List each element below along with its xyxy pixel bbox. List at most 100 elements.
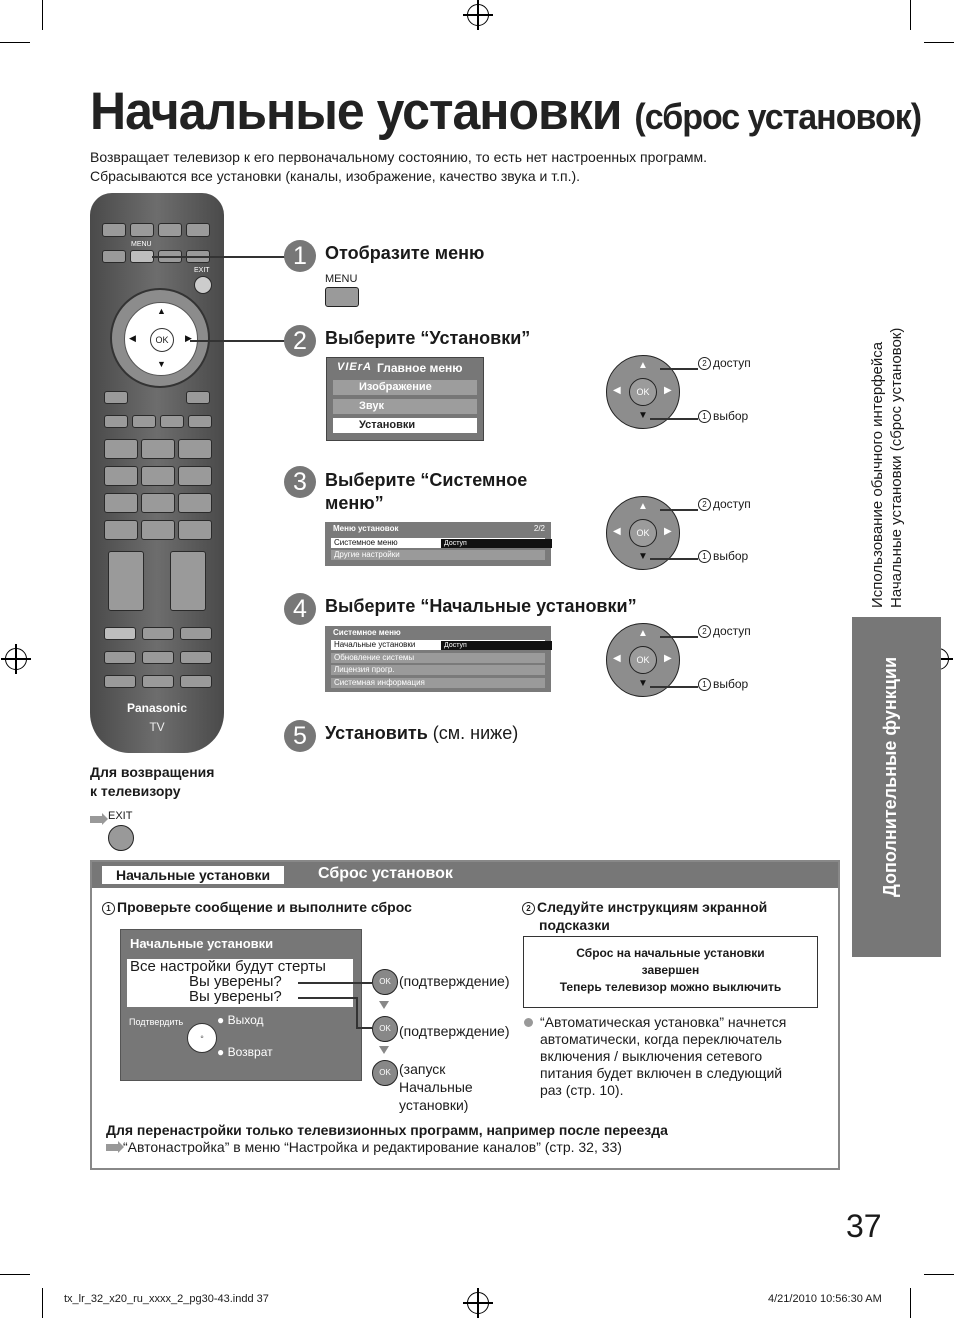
note-line: “Автоматическая установка” начнется — [540, 1014, 787, 1030]
remote-button[interactable] — [186, 391, 210, 404]
main-menu-osd: VIErA Главное меню Изображение Звук Уста… — [326, 357, 484, 441]
return-hint: ● Возврат — [217, 1045, 273, 1059]
dialog-line[interactable]: Вы уверены? — [189, 988, 282, 1005]
left-arrow-icon: ◀ — [613, 526, 621, 537]
step-title: Выберите “Начальные установки” — [325, 596, 637, 616]
step-circle-icon: 1 — [698, 410, 711, 423]
step-number: 2 — [284, 325, 316, 357]
osd-row-label: Другие настройки — [334, 550, 400, 559]
remote-control: MENU EXIT OK ▲ ▼ ◀ ▶ Panasonic TV — [90, 193, 224, 753]
step-number: 3 — [284, 466, 316, 498]
dialog-line[interactable]: Вы уверены? — [189, 973, 282, 990]
right-arrow-icon: ▶ — [664, 526, 672, 537]
remote-button[interactable] — [180, 627, 212, 640]
osd-row[interactable]: Системная информация — [331, 678, 545, 688]
exit-button[interactable] — [194, 276, 212, 294]
remote-button[interactable] — [104, 439, 138, 459]
step-number: 5 — [284, 720, 316, 752]
step-title: Выберите “Установки” — [325, 328, 531, 348]
crop-mark — [42, 1288, 43, 1318]
launch-label: (запуск Начальные установки) — [399, 1060, 473, 1114]
crop-mark — [42, 0, 43, 30]
remote-button[interactable] — [104, 391, 128, 404]
intro-text: Возвращает телевизор к его первоначально… — [90, 148, 810, 186]
confirm-hint: Подтвердить — [129, 1017, 184, 1027]
remote-button[interactable] — [142, 651, 174, 664]
volume-rocker[interactable] — [108, 551, 144, 611]
remote-button[interactable] — [102, 223, 126, 237]
ok-button[interactable]: OK — [150, 328, 174, 352]
menu-item-selected[interactable]: Установки — [333, 418, 477, 433]
ok-button[interactable]: OK — [372, 969, 398, 995]
osd-row[interactable]: Другие настройки — [331, 550, 545, 560]
remote-button[interactable] — [141, 466, 175, 486]
return-hint-text: Возврат — [227, 1045, 273, 1059]
menu-item[interactable]: Изображение — [333, 380, 477, 395]
remote-button[interactable] — [104, 520, 138, 540]
remote-button[interactable] — [130, 223, 154, 237]
remote-button[interactable] — [132, 415, 156, 428]
left-arrow-icon[interactable]: ◀ — [129, 333, 136, 343]
remote-button[interactable] — [180, 651, 212, 664]
remote-button[interactable] — [180, 675, 212, 688]
down-arrow-icon: ▼ — [638, 410, 648, 421]
connector-line — [660, 636, 698, 638]
remote-button[interactable] — [141, 439, 175, 459]
remote-button[interactable] — [102, 250, 126, 263]
navigation-dial: OK ▲ ▼ ◀ ▶ — [606, 623, 680, 697]
connector-line — [650, 418, 698, 420]
osd-header: Меню установок — [333, 524, 399, 533]
menu-item[interactable]: Звук — [333, 399, 477, 414]
navigation-inner: OK ▲ ▼ ◀ ▶ — [124, 302, 198, 376]
right-arrow-icon[interactable]: ▶ — [185, 333, 192, 343]
remote-button[interactable] — [104, 627, 136, 640]
connector-line — [298, 982, 372, 984]
reset-step1-text: Проверьте сообщение и выполните сброс — [117, 899, 412, 915]
ok-button[interactable]: OK — [372, 1016, 398, 1042]
remote-button[interactable] — [104, 415, 128, 428]
side-line: Использование обычного интерфейса — [869, 341, 886, 608]
menu-item-label: Звук — [359, 400, 385, 412]
remote-button[interactable] — [178, 439, 212, 459]
remote-button[interactable] — [178, 520, 212, 540]
remote-button[interactable] — [141, 493, 175, 513]
remote-button[interactable] — [104, 466, 138, 486]
remote-button[interactable] — [178, 493, 212, 513]
remote-button[interactable] — [104, 493, 138, 513]
up-arrow-icon[interactable]: ▲ — [157, 306, 166, 316]
remote-button[interactable] — [104, 675, 136, 688]
remote-button[interactable] — [160, 415, 184, 428]
remote-button[interactable] — [158, 223, 182, 237]
up-arrow-icon: ▲ — [638, 628, 648, 639]
select-text: выбор — [713, 677, 749, 691]
osd-row[interactable]: Обновление системы — [331, 653, 545, 663]
osd-row[interactable]: Лицензия прогр. — [331, 665, 545, 675]
confirm-label: (подтверждение) — [399, 973, 510, 989]
menu-button[interactable] — [325, 287, 359, 307]
brand-logo: Panasonic — [126, 701, 188, 715]
navigation-pad[interactable]: OK ▲ ▼ ◀ ▶ — [110, 288, 210, 388]
remote-button[interactable] — [186, 223, 210, 237]
exit-button[interactable] — [108, 825, 134, 851]
auto-setup-note: “Автоматическая установка” начнется авто… — [540, 1014, 786, 1099]
channel-rocker[interactable] — [170, 551, 206, 611]
registration-mark-icon — [463, 1288, 493, 1318]
left-arrow-icon: ◀ — [613, 385, 621, 396]
remote-button[interactable] — [188, 415, 212, 428]
remote-button[interactable] — [141, 520, 175, 540]
crop-mark — [910, 0, 911, 30]
remote-button[interactable] — [142, 675, 174, 688]
ok-button[interactable]: OK — [372, 1060, 398, 1086]
menu-header: Главное меню — [377, 361, 463, 375]
remote-button[interactable] — [178, 466, 212, 486]
nav-pad-icon: ◦ — [187, 1023, 217, 1053]
step-title: Выберите “Системное меню” — [325, 469, 527, 515]
page-number: 37 — [846, 1208, 882, 1244]
connector-line — [298, 997, 358, 999]
down-arrow-icon[interactable]: ▼ — [157, 359, 166, 369]
menu-button[interactable] — [130, 250, 154, 263]
remote-button[interactable] — [142, 627, 174, 640]
remote-button[interactable] — [104, 651, 136, 664]
